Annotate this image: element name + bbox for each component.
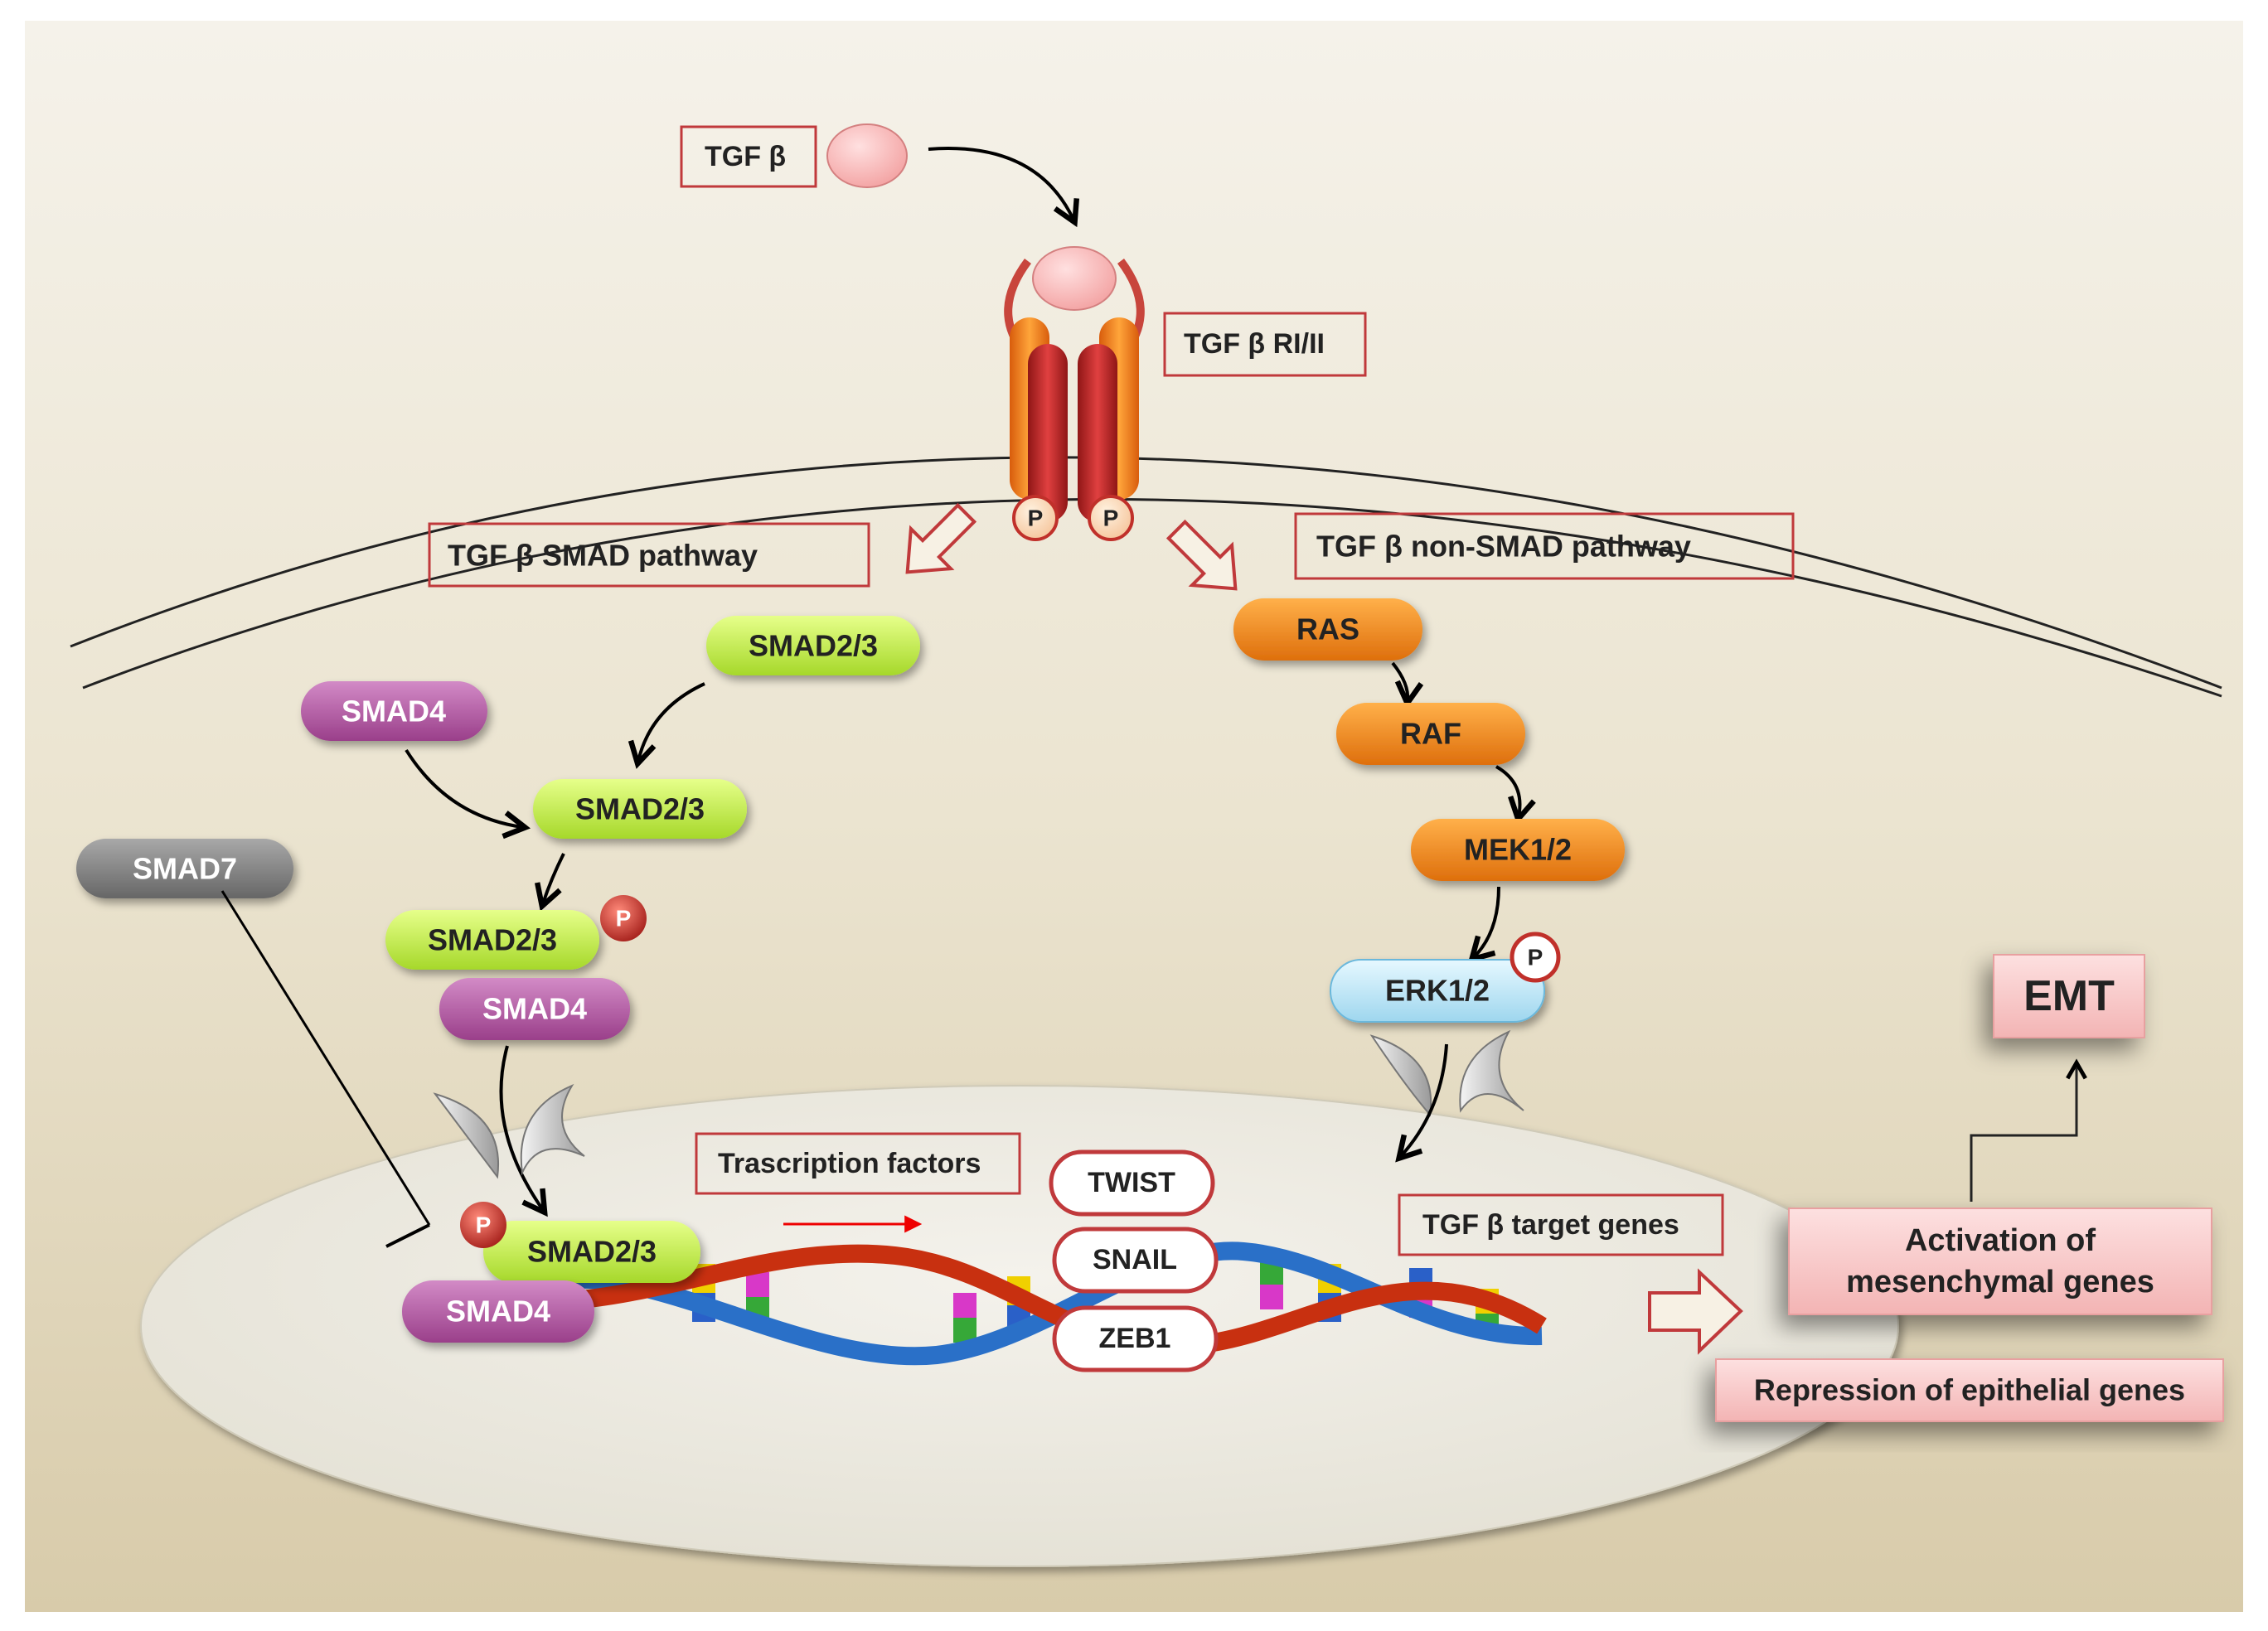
svg-text:P: P	[616, 906, 632, 932]
svg-text:ZEB1: ZEB1	[1099, 1323, 1171, 1354]
smad23-nucleus-phospho	[460, 1202, 506, 1248]
svg-text:mesenchymal genes: mesenchymal genes	[1846, 1265, 2154, 1299]
target-genes-arrow	[1648, 1268, 1743, 1355]
svg-text:MEK1/2: MEK1/2	[1464, 833, 1572, 867]
nuclear-smad-complex: SMAD2/3 P SMAD4	[402, 1202, 700, 1343]
smad4-complex	[439, 978, 630, 1040]
non-smad-pathway-arrow	[1166, 519, 1238, 591]
svg-text:RAS: RAS	[1296, 612, 1359, 646]
ligand-molecule	[826, 123, 908, 188]
svg-text:SMAD4: SMAD4	[342, 695, 446, 728]
pathway-labels: TGF β SMAD pathway TGF β non-SMAD pathwa…	[428, 502, 1795, 591]
svg-text:Repression of epithelial genes: Repression of epithelial genes	[1754, 1373, 2185, 1407]
svg-text:SMAD2/3: SMAD2/3	[575, 792, 705, 826]
tf-label-box	[695, 1132, 1021, 1195]
svg-text:SMAD2/3: SMAD2/3	[749, 629, 878, 663]
smad-pathway-label: TGF β SMAD pathway	[448, 539, 758, 573]
ligand-binding-arrow	[928, 147, 1079, 228]
mek	[1411, 819, 1625, 881]
smad4-cytoplasm-a	[301, 681, 487, 741]
transcription-factors: Trascription factors TWIST SNAIL ZEB1	[695, 1132, 1219, 1372]
svg-text:SNAIL: SNAIL	[1093, 1244, 1177, 1275]
mapk-chain: RAS RAF MEK1/2 ERK1/2 P	[1233, 598, 1625, 1163]
emt-arrow	[1970, 1058, 2087, 1202]
repression-box	[1715, 1358, 2224, 1422]
tf-twist	[1049, 1149, 1215, 1217]
tf-label: Trascription factors	[718, 1148, 981, 1179]
erk-phospho	[1510, 932, 1561, 983]
smad23-cytoplasm-b	[533, 779, 747, 839]
activation-box	[1788, 1208, 2212, 1315]
tf-snail	[1052, 1227, 1219, 1294]
smad-pathway-arrow	[905, 502, 977, 574]
svg-text:SMAD7: SMAD7	[133, 852, 237, 886]
svg-text:P: P	[1528, 945, 1544, 970]
outcomes: Activation of mesenchymal genes Repressi…	[1715, 954, 2224, 1422]
receptor-label: TGF β RI/II	[1184, 328, 1325, 360]
receptor-label-box	[1163, 312, 1367, 377]
smad23-phosphorylated	[385, 910, 599, 970]
tf-zeb1	[1052, 1305, 1219, 1372]
svg-text:SMAD2/3: SMAD2/3	[428, 923, 557, 957]
non-smad-pathway-label: TGF β non-SMAD pathway	[1316, 530, 1691, 564]
target-genes-label: TGF β target genes	[1422, 1209, 1679, 1241]
smad7-inhibition-line	[220, 890, 431, 1226]
svg-text:SMAD4: SMAD4	[482, 992, 587, 1026]
bound-ligand	[1032, 246, 1117, 311]
svg-text:Activation of: Activation of	[1905, 1223, 2096, 1258]
ligand-group: TGF β	[680, 123, 1079, 228]
svg-text:P: P	[1103, 506, 1119, 531]
smad-chain: SMAD2/3 SMAD4 SMAD2/3 SMAD2/3 P SMAD4 SM…	[76, 616, 920, 1248]
smad23-nucleus	[483, 1221, 700, 1283]
target-genes: TGF β target genes	[1398, 1193, 1743, 1355]
ligand-label: TGF β	[705, 141, 786, 172]
ligand-label-box	[680, 125, 817, 188]
svg-text:SMAD2/3: SMAD2/3	[527, 1235, 657, 1269]
svg-text:ERK1/2: ERK1/2	[1385, 974, 1490, 1008]
smad23-cytoplasm-a	[706, 616, 920, 675]
receptor-phospho-left	[1012, 495, 1059, 541]
receptor-phospho-right	[1088, 495, 1134, 541]
svg-text:EMT: EMT	[2023, 972, 2115, 1020]
dna-helix	[562, 1241, 1547, 1366]
svg-text:TWIST: TWIST	[1088, 1167, 1175, 1198]
dna-strand-red	[563, 1244, 1547, 1355]
smad23-phospho	[600, 895, 647, 941]
receptor: P P TGF β RI/II	[1004, 246, 1367, 541]
erk	[1330, 959, 1545, 1023]
raf	[1336, 703, 1525, 765]
smad4-nucleus	[402, 1280, 594, 1343]
smad7	[76, 839, 293, 898]
ras	[1233, 598, 1422, 661]
nuclear-pore-left	[433, 1083, 585, 1179]
emt-box	[1993, 954, 2145, 1038]
svg-text:SMAD4: SMAD4	[446, 1295, 550, 1329]
svg-text:P: P	[1028, 506, 1044, 531]
svg-text:P: P	[476, 1212, 492, 1238]
svg-text:RAF: RAF	[1400, 717, 1461, 751]
